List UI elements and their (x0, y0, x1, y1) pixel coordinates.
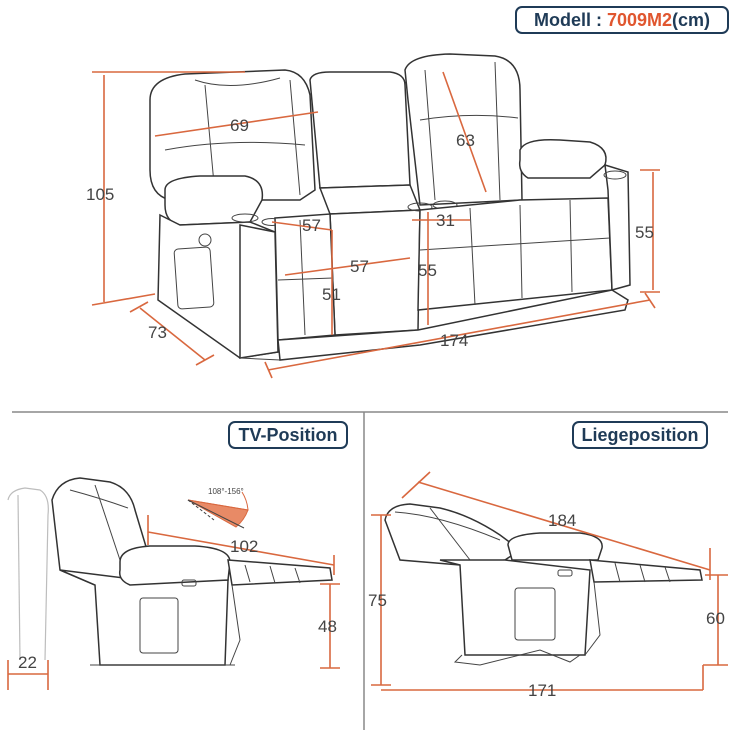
tv-dimension-lines (7, 491, 340, 690)
top-dimension-lines (91, 71, 660, 379)
tv-position-drawing (7, 477, 333, 666)
dim-lie-leg-height: 60 (706, 609, 725, 628)
dim-tv-angle: 108°-156° (208, 487, 244, 496)
dim-tv-wall-gap: 22 (18, 653, 37, 672)
dim-lie-floor-length: 171 (528, 681, 556, 700)
model-label-box: Modell : 7009M2(cm) (515, 6, 729, 34)
dim-cup-spacing: 31 (436, 211, 455, 230)
dim-tv-length: 102 (230, 537, 258, 556)
dim-arm-height: 55 (635, 223, 654, 242)
dim-console-height: 55 (418, 261, 437, 280)
lie-dimension-lines (371, 471, 728, 691)
dim-depth: 73 (148, 323, 167, 342)
lie-position-title: Liegeposition (572, 421, 708, 449)
dim-backrest-width: 69 (230, 116, 249, 135)
dim-total-width: 174 (440, 331, 468, 350)
dim-total-height: 105 (86, 185, 114, 204)
unit-label: (cm) (672, 10, 711, 30)
model-number: 7009M2 (606, 10, 673, 30)
dim-back-height: 63 (456, 131, 475, 150)
lie-position-drawing (384, 503, 703, 666)
dim-lie-length: 184 (548, 511, 576, 530)
tv-dimension-labels: 108°-156° 102 48 22 (18, 487, 337, 672)
lie-dimension-labels: 184 75 60 171 (368, 511, 725, 700)
model-label: Modell : (533, 10, 607, 30)
top-dimension-labels: 105 73 174 69 63 55 57 57 51 55 31 (86, 116, 654, 350)
dim-seat-height: 51 (322, 285, 341, 304)
dim-seat-depth: 57 (302, 216, 321, 235)
dim-seat-width: 57 (350, 257, 369, 276)
dim-tv-leg-height: 48 (318, 617, 337, 636)
loveseat-drawing (149, 53, 631, 361)
tv-position-title: TV-Position (228, 421, 348, 449)
dim-lie-height: 75 (368, 591, 387, 610)
